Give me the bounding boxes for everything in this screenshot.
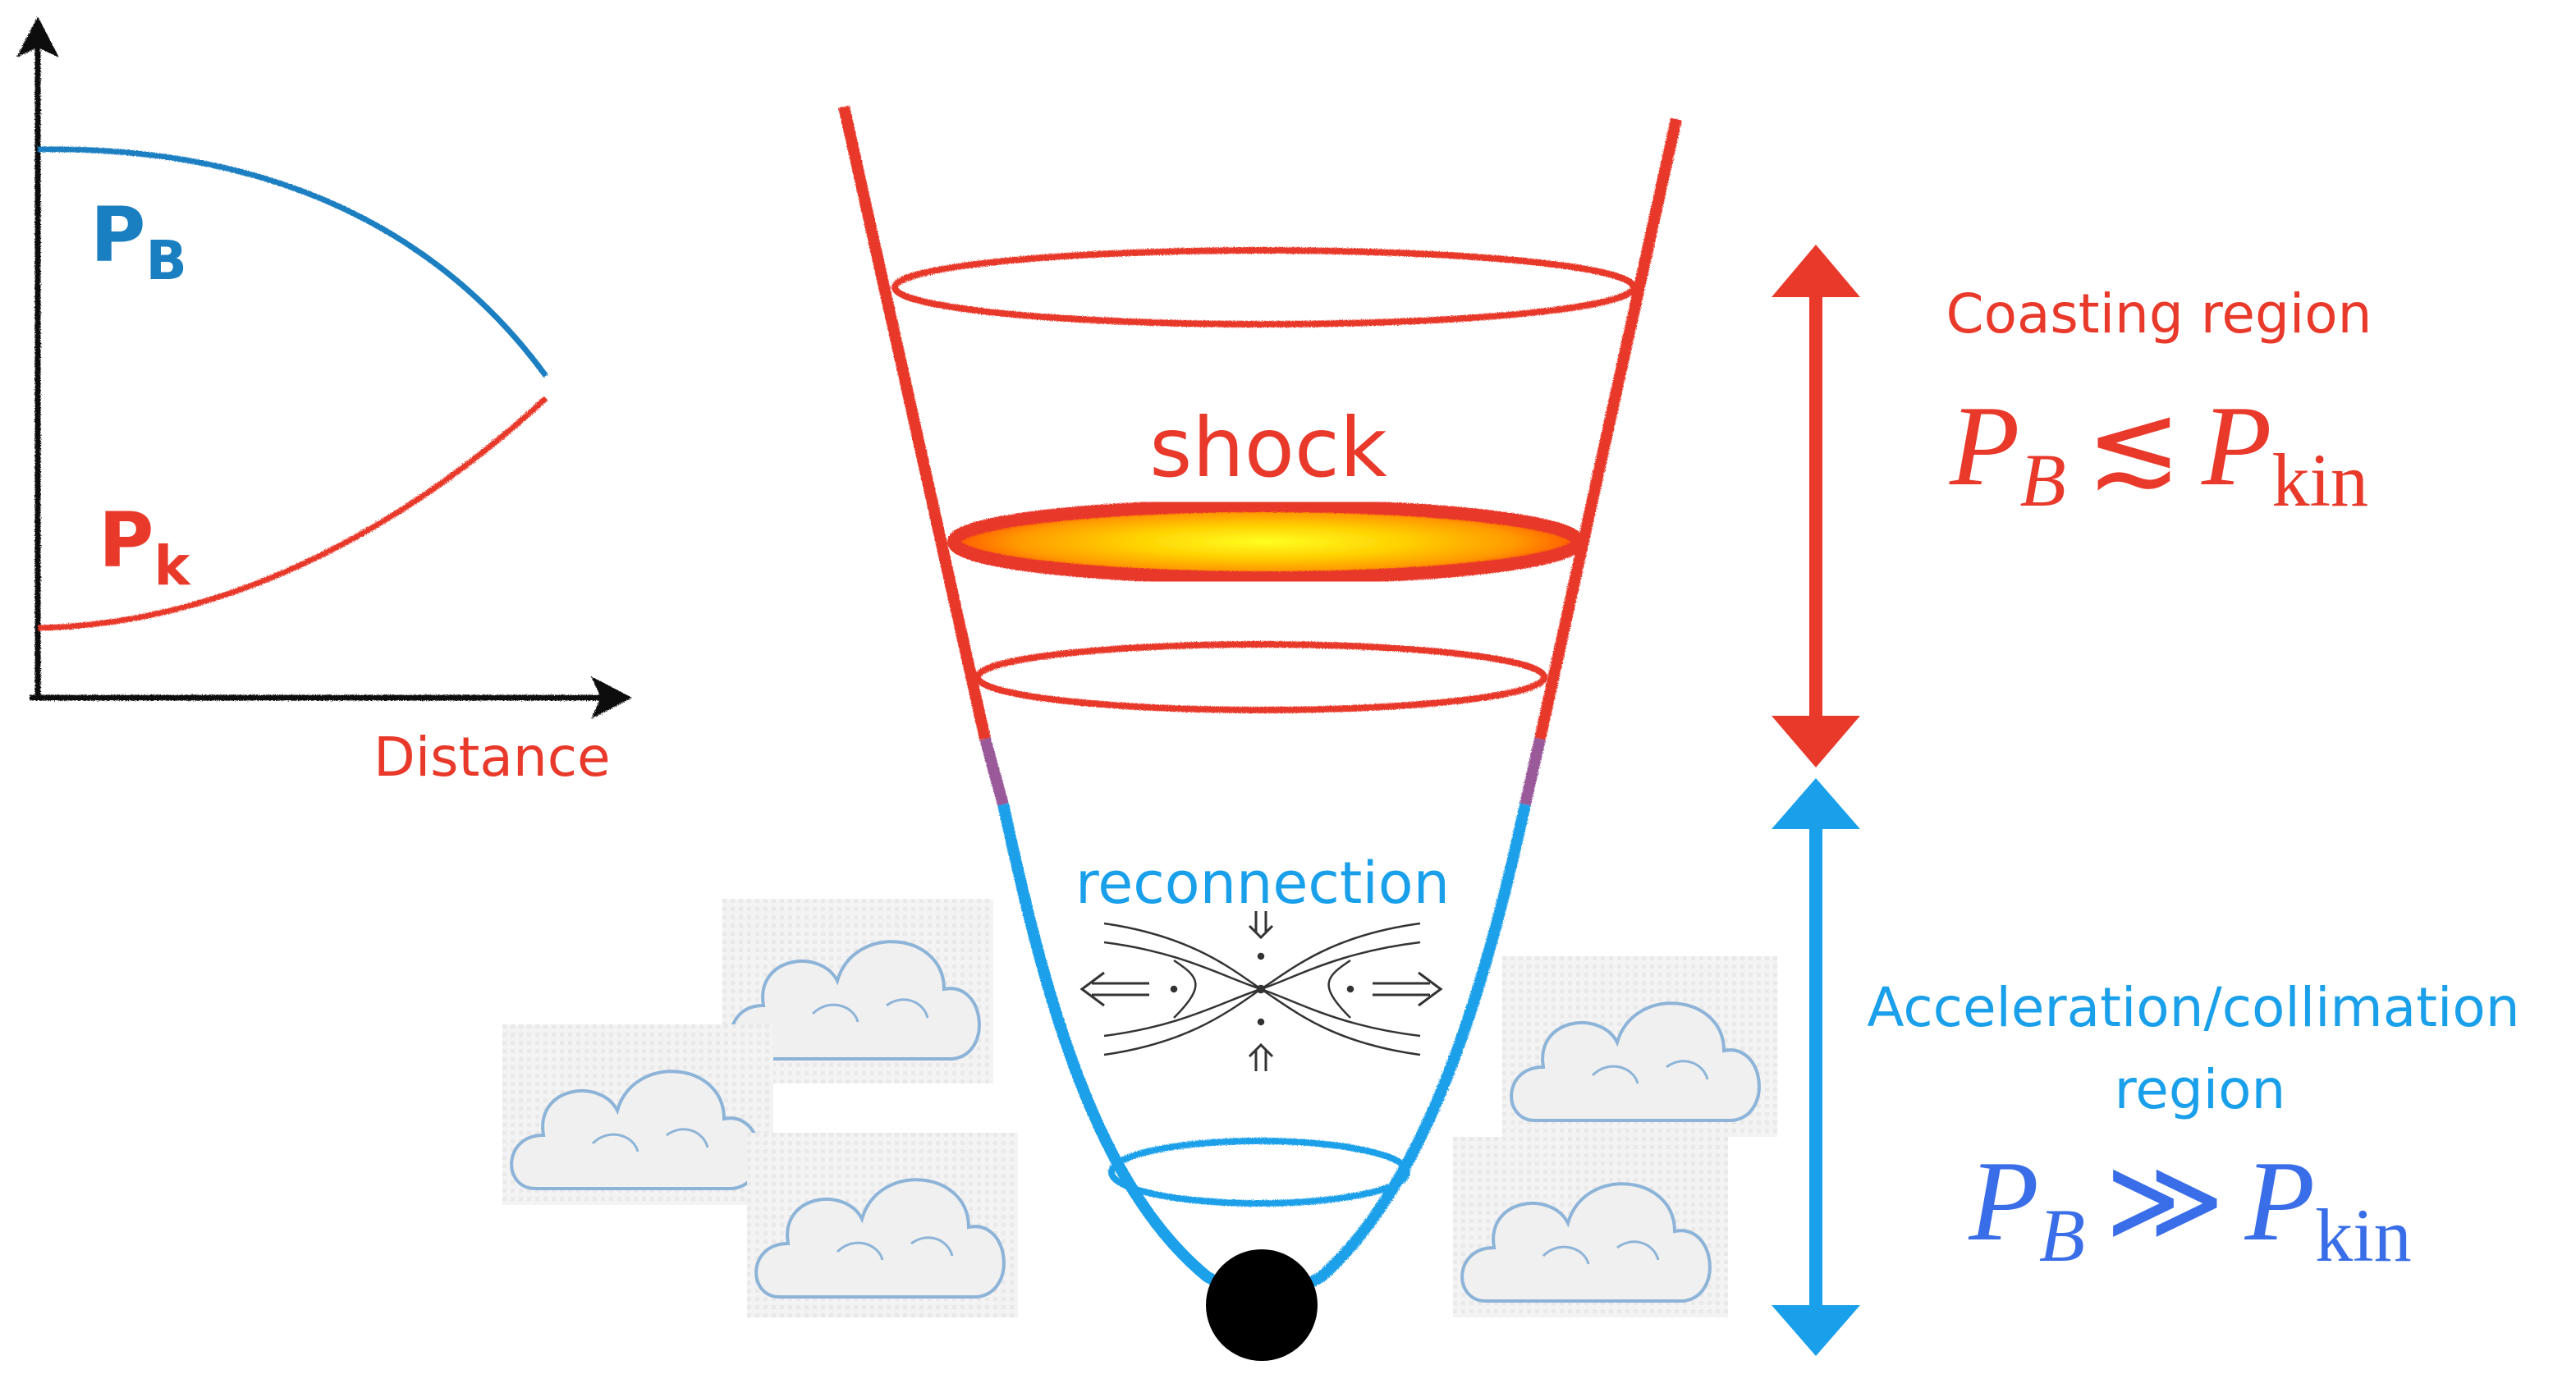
jet-wall-right-transition bbox=[1519, 737, 1546, 806]
cloud-icon bbox=[747, 1133, 1018, 1317]
coasting-region-title: Coasting region bbox=[1946, 282, 2372, 346]
acceleration-region-title-line1: Acceleration/collimation bbox=[1867, 976, 2519, 1039]
shock-label: shock bbox=[1149, 400, 1387, 496]
reconnection-icon bbox=[1079, 911, 1443, 1071]
coasting-arrow bbox=[1772, 245, 1860, 767]
coasting-relation: PB≲Pkin bbox=[1949, 383, 2368, 522]
jet-ring-top bbox=[892, 247, 1637, 328]
pb-label: PB bbox=[90, 191, 187, 292]
reconnection-label: reconnection bbox=[1075, 850, 1450, 917]
jet-wall-left-transition bbox=[979, 737, 1009, 806]
cloud-icon bbox=[722, 899, 993, 1084]
acceleration-relation: PB≫Pkin bbox=[1968, 1138, 2411, 1277]
x-axis-label: Distance bbox=[374, 726, 611, 789]
pb-curve bbox=[37, 146, 548, 378]
jet-ring-bottom bbox=[1108, 1138, 1410, 1207]
cloud-icon bbox=[1502, 956, 1777, 1137]
acceleration-region-title-line2: region bbox=[2115, 1058, 2286, 1121]
cloud-icon bbox=[502, 1024, 773, 1205]
y-axis-arrowhead bbox=[16, 16, 59, 57]
cloud-icon bbox=[1453, 1137, 1728, 1317]
x-axis-arrowhead bbox=[591, 676, 632, 719]
shock-disk bbox=[947, 499, 1584, 584]
acceleration-arrow bbox=[1772, 778, 1860, 1356]
jet-ring-lower bbox=[974, 641, 1547, 713]
pk-curve bbox=[37, 396, 548, 631]
jet-wall-right-upper bbox=[1534, 117, 1682, 740]
jet-wall-left-upper bbox=[838, 105, 991, 740]
inset-plot bbox=[16, 16, 632, 719]
pk-label: Pk bbox=[99, 497, 191, 598]
black-hole-icon bbox=[1206, 1249, 1318, 1361]
clouds bbox=[502, 899, 1777, 1317]
